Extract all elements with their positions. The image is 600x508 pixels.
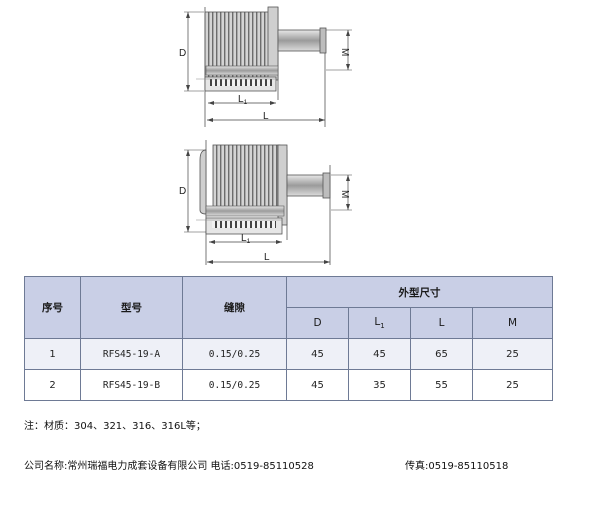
dim-m-b: M — [331, 174, 352, 211]
svg-text:L1: L1 — [238, 94, 248, 106]
cell-l1: 35 — [348, 369, 411, 401]
header-d: D — [286, 307, 349, 339]
cell-l1: 45 — [348, 338, 411, 370]
dim-m-a: M — [326, 29, 352, 71]
technical-drawing: D M L1 L D — [179, 6, 352, 265]
cell-gap: 0.15/0.25 — [182, 369, 287, 401]
header-gap: 缝隙 — [182, 276, 287, 339]
header-model: 型号 — [80, 276, 183, 339]
table-row: 1 RFS45-19-A 0.15/0.25 45 45 65 25 — [24, 338, 553, 370]
table-row: 2 RFS45-19-B 0.15/0.25 45 35 55 25 — [24, 369, 553, 401]
filter-nozzle-drawing-b — [196, 140, 331, 265]
cell-m: 25 — [472, 338, 553, 370]
dim-l1-a: L1 — [208, 94, 276, 106]
dim-l-a: L — [207, 111, 325, 122]
header-l1: L1 — [348, 307, 411, 339]
dim-d-label: D — [179, 186, 186, 197]
dim-l-b: L — [207, 252, 330, 264]
dim-d-a: D — [179, 11, 204, 92]
dim-d-label: D — [179, 48, 186, 59]
svg-text:L1: L1 — [241, 233, 251, 245]
header-dims: 外型尺寸 — [286, 276, 553, 308]
cell-seq: 2 — [24, 369, 81, 401]
header-l1-sub: 1 — [380, 322, 385, 331]
fax-info: 传真:0519-85110518 — [405, 461, 509, 472]
cell-model: RFS45-19-A — [80, 338, 183, 370]
header-m: M — [472, 307, 553, 339]
cell-d: 45 — [286, 369, 349, 401]
dim-l1-label: L — [241, 233, 247, 244]
dim-l-label: L — [263, 111, 269, 122]
material-note: 注：材质：304、321、316、316L等； — [24, 421, 206, 432]
dim-l1-sub: 1 — [247, 238, 251, 245]
spec-table: 序号 型号 缝隙 外型尺寸 D L1 L M 1 RFS45-19-A 0.15… — [24, 276, 553, 401]
cell-model: RFS45-19-B — [80, 369, 183, 401]
cell-seq: 1 — [24, 338, 81, 370]
dim-m-label: M — [339, 48, 350, 56]
cell-m: 25 — [472, 369, 553, 401]
dim-d-b: D — [179, 149, 206, 233]
filter-nozzle-drawing-a — [196, 6, 327, 127]
company-info: 公司名称:常州瑞福电力成套设备有限公司 电话:0519-85110528 — [24, 461, 314, 472]
header-seq: 序号 — [24, 276, 81, 339]
dim-l1-b: L1 — [209, 233, 282, 245]
dim-l1-sub: 1 — [244, 99, 248, 106]
header-l: L — [410, 307, 473, 339]
dim-m-label: M — [339, 190, 350, 198]
header-l1-main: L — [374, 315, 381, 328]
cell-gap: 0.15/0.25 — [182, 338, 287, 370]
dim-l-label: L — [264, 252, 270, 263]
dim-l1-label: L — [238, 94, 244, 105]
cell-l: 65 — [410, 338, 473, 370]
cell-l: 55 — [410, 369, 473, 401]
cell-d: 45 — [286, 338, 349, 370]
